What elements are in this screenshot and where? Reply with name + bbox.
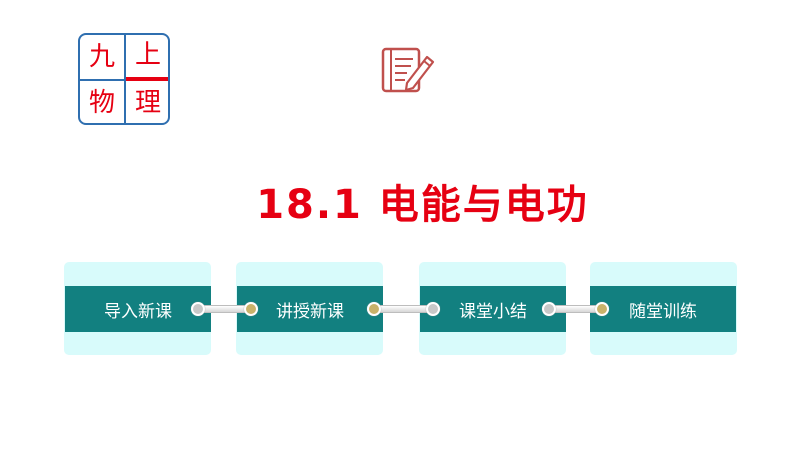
nav-label-teach: 讲授新课 [276, 301, 344, 322]
nav-label-intro: 导入新课 [104, 301, 172, 322]
logo-divider-horizontal [80, 79, 168, 81]
connector-dot [595, 302, 609, 316]
logo-red-bar [126, 77, 168, 81]
nav-button-summary[interactable]: 课堂小结 [420, 286, 566, 332]
logo-char-subject-1: 物 [88, 88, 115, 118]
connector-dot [244, 302, 258, 316]
connector-dot [367, 302, 381, 316]
logo-char-grade: 九 [88, 42, 115, 72]
logo-char-term: 上 [134, 40, 161, 70]
notebook-pencil-icon [381, 47, 435, 93]
nav-button-practice[interactable]: 随堂训练 [590, 286, 736, 332]
nav-label-practice: 随堂训练 [629, 301, 697, 322]
connector-dot [191, 302, 205, 316]
nav-button-teach[interactable]: 讲授新课 [237, 286, 383, 332]
nav-label-summary: 课堂小结 [459, 301, 527, 322]
connector-dot [426, 302, 440, 316]
logo-char-subject-2: 理 [134, 88, 161, 118]
connector-dot [542, 302, 556, 316]
nav-button-intro[interactable]: 导入新课 [65, 286, 211, 332]
subject-logo: 九 上 物 理 [78, 33, 170, 125]
lesson-title: 18.1 电能与电功 [256, 182, 589, 228]
